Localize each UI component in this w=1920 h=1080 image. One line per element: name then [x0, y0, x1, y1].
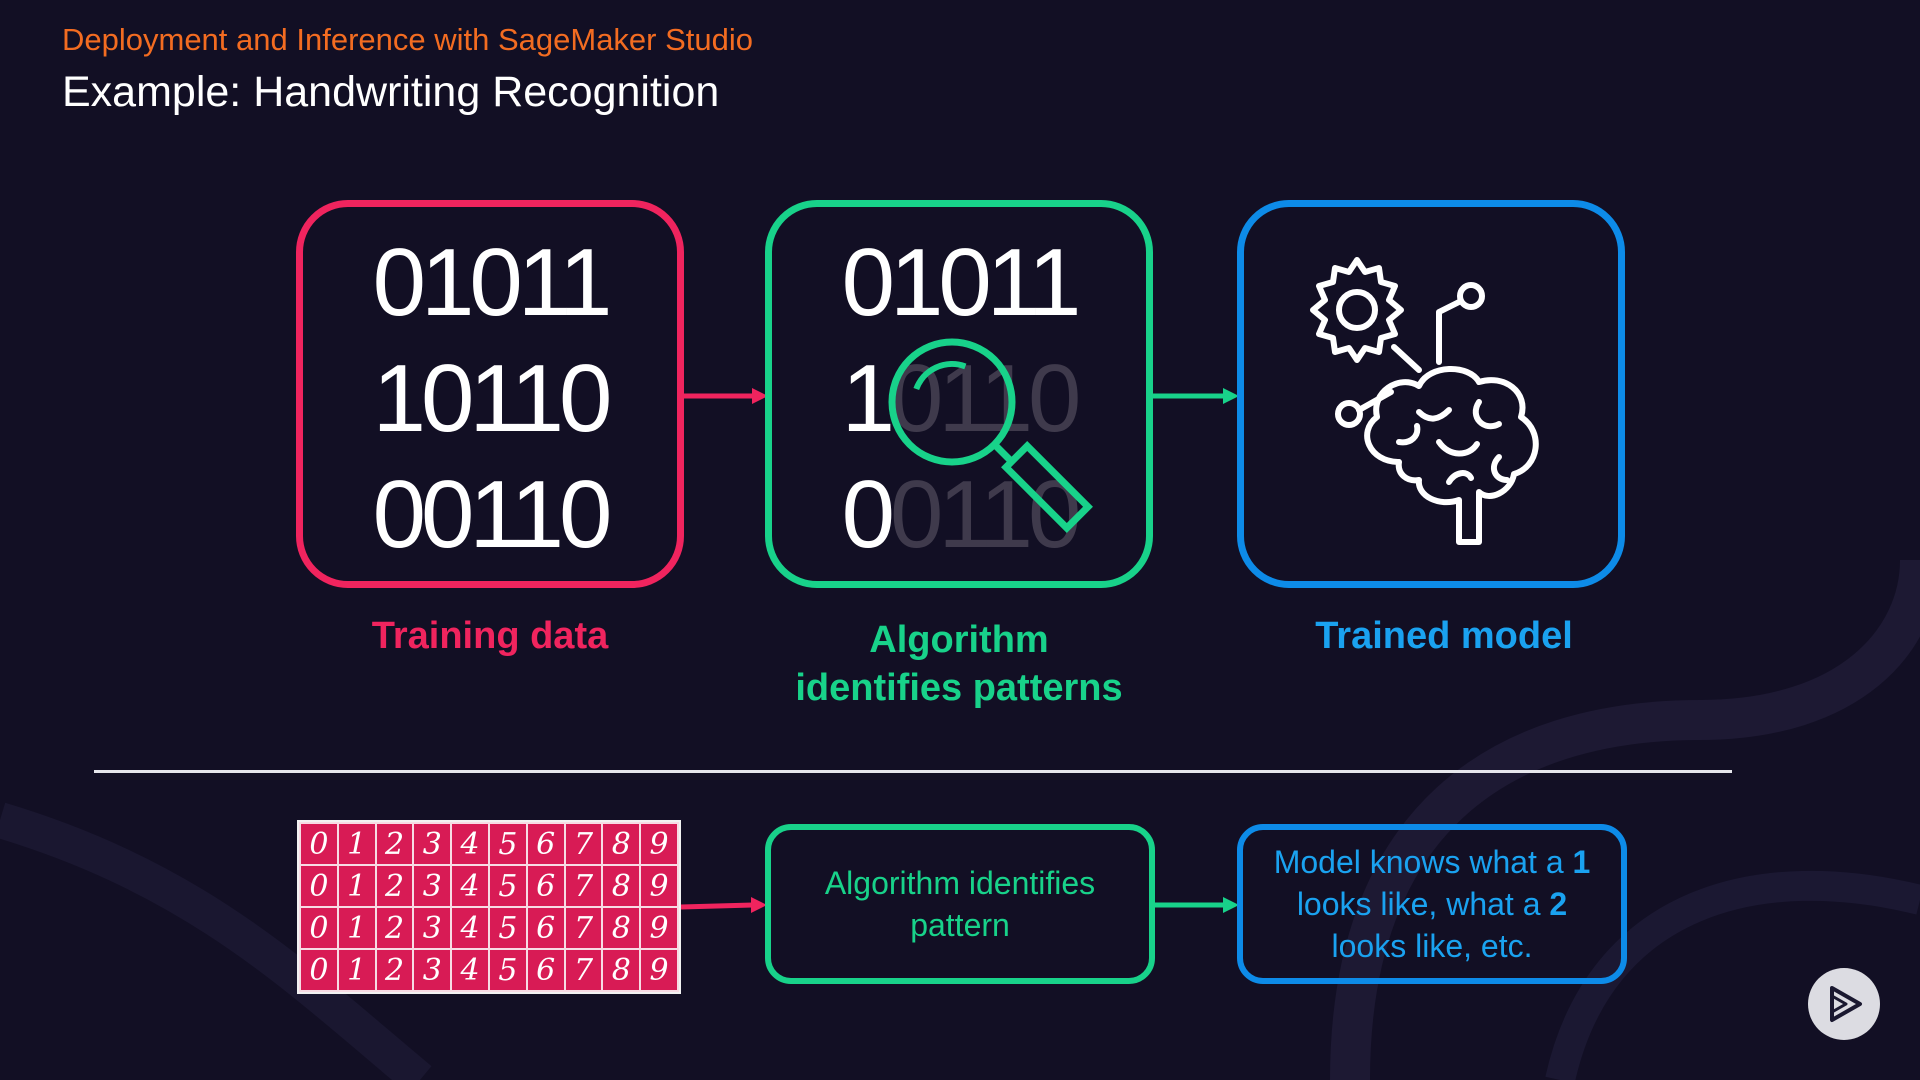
digit-cell: 3 — [412, 864, 453, 908]
digit-cell: 1 — [336, 822, 377, 866]
algorithm-label-line1: Algorithm — [869, 619, 1049, 661]
digit-cell: 4 — [450, 822, 490, 866]
trained-model-box — [1237, 200, 1625, 588]
bit-faded: 0110 — [889, 345, 1081, 452]
algorithm-bits: 01011 10110 00110 — [772, 225, 1146, 573]
arrow-right-icon — [684, 388, 768, 404]
digit-cell: 7 — [563, 822, 604, 866]
digit-cell: 3 — [412, 948, 453, 992]
model-text-part: looks like, etc. — [1331, 928, 1533, 964]
digit-cell: 2 — [374, 948, 415, 992]
algorithm-box: 01011 10110 00110 — [765, 200, 1153, 588]
bit-visible: 0 — [841, 461, 895, 568]
presentation-subtitle: Deployment and Inference with SageMaker … — [62, 22, 754, 57]
digit-cell: 8 — [601, 906, 642, 950]
digit-cell: 9 — [639, 822, 679, 866]
model-knows-text: Model knows what a 1 looks like, what a … — [1262, 841, 1602, 967]
digit-cell: 7 — [563, 948, 604, 992]
model-text-bold: 1 — [1572, 844, 1591, 880]
digit-cell: 8 — [601, 822, 642, 866]
training-bits: 01011 10110 00110 — [303, 225, 677, 573]
arrow-right-icon — [1153, 388, 1239, 404]
digit-cell: 6 — [525, 864, 566, 908]
magnifier-icon — [888, 338, 1093, 533]
digit-cell: 9 — [639, 948, 679, 992]
gear-brain-icon — [1310, 257, 1539, 545]
arrow-right-icon — [681, 897, 767, 913]
digit-cell: 1 — [336, 906, 377, 950]
bit-row: 01011 — [372, 229, 613, 336]
bit-row: 10110 — [772, 341, 1146, 457]
slide-title: Example: Handwriting Recognition — [62, 68, 720, 116]
algorithm-pattern-text: Algorithm identifies pattern — [824, 865, 1096, 943]
training-data-label: Training data — [371, 615, 609, 657]
digit-cell: 6 — [525, 948, 566, 992]
digit-cell: 9 — [639, 864, 679, 908]
section-divider — [94, 770, 1732, 773]
digit-cell: 5 — [487, 948, 528, 992]
digit-cell: 7 — [563, 906, 604, 950]
digit-cell: 0 — [299, 864, 339, 908]
model-text-part: looks like, what a — [1296, 886, 1550, 922]
model-text-part: Model knows what a — [1273, 844, 1573, 880]
arrow-right-icon — [1155, 897, 1239, 913]
digit-cell: 9 — [639, 906, 679, 950]
digit-cell: 4 — [450, 906, 490, 950]
bit-row: 00110 — [372, 461, 613, 568]
play-button[interactable] — [1808, 968, 1880, 1040]
model-knows-box: Model knows what a 1 looks like, what a … — [1237, 824, 1627, 984]
digit-cell: 4 — [450, 864, 490, 908]
digit-cell: 8 — [601, 864, 642, 908]
digit-cell: 7 — [563, 864, 604, 908]
digit-cell: 8 — [601, 948, 642, 992]
digit-cell: 5 — [487, 822, 528, 866]
algorithm-label: Algorithm identifies patterns — [725, 616, 1193, 712]
digit-cell: 6 — [525, 906, 566, 950]
digit-cell: 5 — [487, 906, 528, 950]
digit-cell: 2 — [374, 864, 415, 908]
digit-cell: 6 — [525, 822, 566, 866]
digit-cell: 5 — [487, 864, 528, 908]
digit-cell: 0 — [299, 906, 339, 950]
digit-cell: 2 — [374, 822, 415, 866]
digit-cell: 0 — [299, 948, 339, 992]
algorithm-label-line2: identifies patterns — [795, 667, 1123, 709]
digit-cell: 0 — [299, 822, 339, 866]
digit-cell: 4 — [450, 948, 490, 992]
bit-row: 10110 — [372, 345, 613, 452]
digit-cell: 3 — [412, 822, 453, 866]
digit-cell: 3 — [412, 906, 453, 950]
play-icon — [1830, 986, 1862, 1022]
model-text-bold: 2 — [1549, 886, 1568, 922]
bit-row: 01011 — [772, 225, 1146, 341]
digit-cell: 1 — [336, 864, 377, 908]
digit-cell: 2 — [374, 906, 415, 950]
training-data-box: 01011 10110 00110 — [296, 200, 684, 588]
trained-model-label: Trained model — [1315, 615, 1573, 657]
algorithm-identifies-pattern-box: Algorithm identifies pattern — [765, 824, 1155, 984]
bit-visible: 1 — [841, 345, 895, 452]
digit-cell: 1 — [336, 948, 377, 992]
bit-visible: 01011 — [841, 229, 1082, 336]
